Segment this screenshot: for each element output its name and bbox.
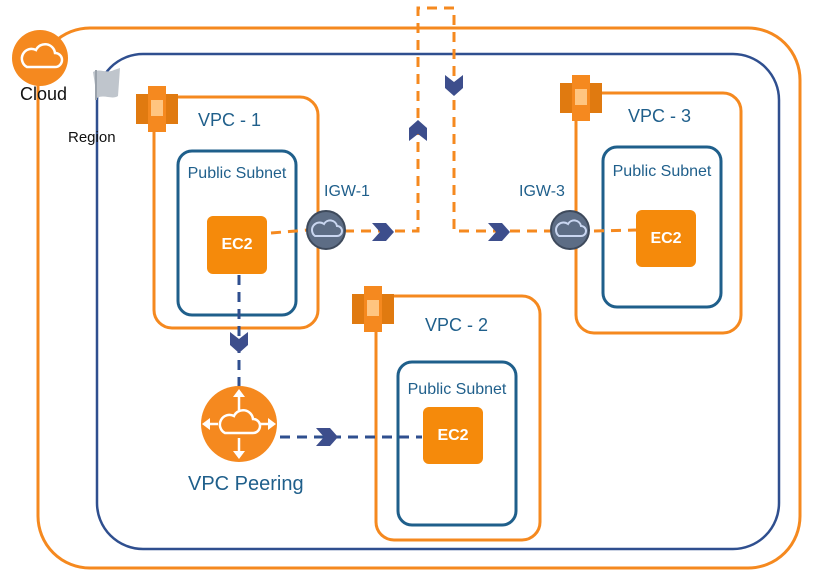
vpc-1-label: VPC - 1 [198, 110, 262, 130]
vpc-3-ec2-instance[interactable]: EC2 [636, 210, 696, 267]
vpc-peering-router-icon [201, 386, 277, 462]
vpc-2-subnet-label: Public Subnet [407, 381, 507, 398]
internet-connections [270, 6, 639, 235]
region-flag-icon [93, 68, 120, 100]
vpc-2-icon [352, 286, 394, 332]
peering-connections [237, 275, 422, 439]
vpc-1-icon [136, 86, 178, 132]
vpc-2-ec2-instance[interactable]: EC2 [423, 407, 483, 464]
cloud-label: Cloud [20, 84, 68, 104]
chevron-down-icon [445, 75, 463, 96]
vpc-2-label: VPC - 2 [425, 315, 489, 335]
internet-gateway-icon [550, 210, 590, 250]
chevron-down-icon [230, 332, 248, 353]
region-label: Region [68, 129, 116, 146]
vpc-3-subnet-label: Public Subnet [612, 163, 712, 180]
cloud-icon [12, 30, 68, 86]
vpc-3-label: VPC - 3 [628, 106, 692, 126]
internet-gateway-icon [306, 210, 346, 250]
chevron-right-icon [488, 223, 510, 241]
igw-1-label: IGW-1 [324, 183, 370, 200]
chevron-up-icon [409, 120, 427, 141]
region-boundary [95, 52, 781, 551]
vpc-3-icon [560, 75, 602, 121]
chevron-right-icon [372, 223, 394, 241]
igw-3-label: IGW-3 [519, 183, 565, 200]
flow-chevrons [230, 75, 510, 446]
vpc-peering-label: VPC Peering [188, 473, 304, 495]
vpc-1-subnet-label: Public Subnet [187, 165, 287, 182]
vpc-1-ec2-instance[interactable]: EC2 [207, 216, 267, 274]
chevron-right-icon [316, 428, 338, 446]
